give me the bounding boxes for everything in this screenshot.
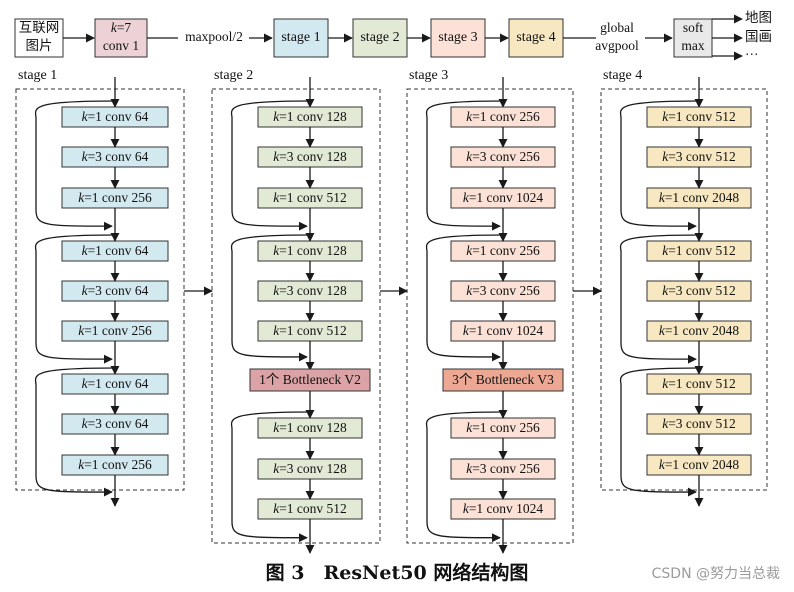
conv-layer-label: k=1 conv 128 (273, 109, 347, 124)
stage-panel-title-4: stage 4 (603, 68, 642, 83)
input-label-line1: 互联网 (19, 20, 60, 35)
conv-layer-label: k=3 conv 256 (466, 149, 540, 164)
top-stage-label-1: stage 1 (281, 30, 320, 45)
conv-layer-label: k=1 conv 64 (82, 243, 149, 258)
bottleneck-block-label: 1个 Bottleneck V2 (259, 372, 361, 387)
conv-layer-label: k=3 conv 128 (273, 461, 347, 476)
conv-layer-label: k=1 conv 64 (82, 109, 149, 124)
conv-layer-label: k=1 conv 256 (466, 420, 540, 435)
figure-caption: 图 3 ResNet50 网络结构图 (265, 562, 529, 584)
skip-connection-curve (619, 100, 700, 231)
top-stage-box-4 (508, 18, 564, 58)
stage-panel-1 (15, 88, 185, 491)
stage-panel-title-2: stage 2 (214, 68, 253, 83)
conv-layer-label: k=1 conv 512 (662, 376, 736, 391)
skip-connection-curve (230, 411, 311, 543)
conv-layer-label: k=3 conv 128 (273, 283, 347, 298)
input-image-box (14, 18, 64, 58)
skip-connection-curve (34, 367, 116, 497)
output-label-1: 地图 (745, 10, 772, 25)
conv-layer-label: k=3 conv 64 (82, 283, 149, 298)
conv-layer-label: k=1 conv 512 (273, 501, 347, 516)
conv-layer-label: k=1 conv 256 (78, 457, 152, 472)
skip-connection-curve (34, 100, 116, 231)
softmax-label-line1: soft (683, 20, 703, 35)
conv-layer-label: k=3 conv 512 (662, 283, 736, 298)
conv-layer-label: k=3 conv 64 (82, 149, 149, 164)
conv1-box (94, 18, 148, 58)
conv-layer-label: k=1 conv 256 (78, 323, 152, 338)
top-stage-box-2 (352, 18, 408, 58)
top-stage-box-3 (430, 18, 486, 58)
stage-panel-2 (211, 88, 381, 544)
top-stage-label-3: stage 3 (438, 30, 477, 45)
skip-connection-curve (425, 234, 504, 362)
conv-layer-label: k=1 conv 512 (273, 190, 347, 205)
skip-connection-curve (230, 100, 311, 231)
conv-layer-label: k=1 conv 1024 (463, 323, 544, 338)
watermark: CSDN @努力当总裁 (651, 566, 780, 582)
stage-panel-title-3: stage 3 (409, 68, 448, 83)
top-stage-label-4: stage 4 (516, 30, 555, 45)
global-pool-label-line2: avgpool (595, 38, 639, 53)
output-label-2: 国画 (745, 29, 772, 44)
conv-layer-label: k=1 conv 128 (273, 420, 347, 435)
conv-layer-label: k=1 conv 512 (662, 243, 736, 258)
conv-layer-label: k=1 conv 512 (273, 323, 347, 338)
conv-layer-label: k=3 conv 512 (662, 416, 736, 431)
conv-layer-label: k=1 conv 2048 (659, 190, 740, 205)
maxpool-label: maxpool/2 (185, 29, 243, 44)
skip-connection-curve (34, 234, 116, 364)
conv1-name-label: conv 1 (103, 38, 139, 53)
conv-layer-label: k=1 conv 2048 (659, 457, 740, 472)
conv-layer-label: k=3 conv 512 (662, 149, 736, 164)
conv-layer-label: k=3 conv 64 (82, 416, 149, 431)
conv-layer-label: k=1 conv 1024 (463, 501, 544, 516)
global-pool-label-line1: global (600, 20, 634, 35)
top-stage-label-2: stage 2 (360, 30, 399, 45)
bottleneck-block-label: 3个 Bottleneck V3 (452, 372, 554, 387)
stage-panel-3 (406, 88, 574, 544)
skip-connection-curve (425, 411, 504, 543)
conv-layer-label: k=1 conv 128 (273, 243, 347, 258)
skip-connection-curve (619, 234, 700, 364)
conv-layer-label: k=3 conv 256 (466, 283, 540, 298)
skip-connection-curve (230, 234, 311, 362)
input-label-line1: 图片 (26, 38, 53, 53)
conv-layer-label: k=1 conv 1024 (463, 190, 544, 205)
conv-layer-label: k=1 conv 64 (82, 376, 149, 391)
conv1-kernel-label: k=7 (111, 20, 132, 35)
conv-layer-label: k=3 conv 128 (273, 149, 347, 164)
skip-connection-curve (425, 100, 504, 231)
conv-layer-label: k=1 conv 256 (466, 109, 540, 124)
softmax-label-line2: max (681, 38, 704, 53)
conv-layer-label: k=3 conv 256 (466, 461, 540, 476)
conv-layer-label: k=1 conv 256 (466, 243, 540, 258)
conv-layer-label: k=1 conv 256 (78, 190, 152, 205)
conv-layer-label: k=1 conv 512 (662, 109, 736, 124)
output-label-3: ··· (745, 47, 759, 62)
skip-connection-curve (619, 367, 700, 497)
top-stage-box-1 (273, 18, 329, 58)
softmax-box (673, 18, 713, 58)
conv-layer-label: k=1 conv 2048 (659, 323, 740, 338)
stage-panel-title-1: stage 1 (18, 68, 57, 83)
